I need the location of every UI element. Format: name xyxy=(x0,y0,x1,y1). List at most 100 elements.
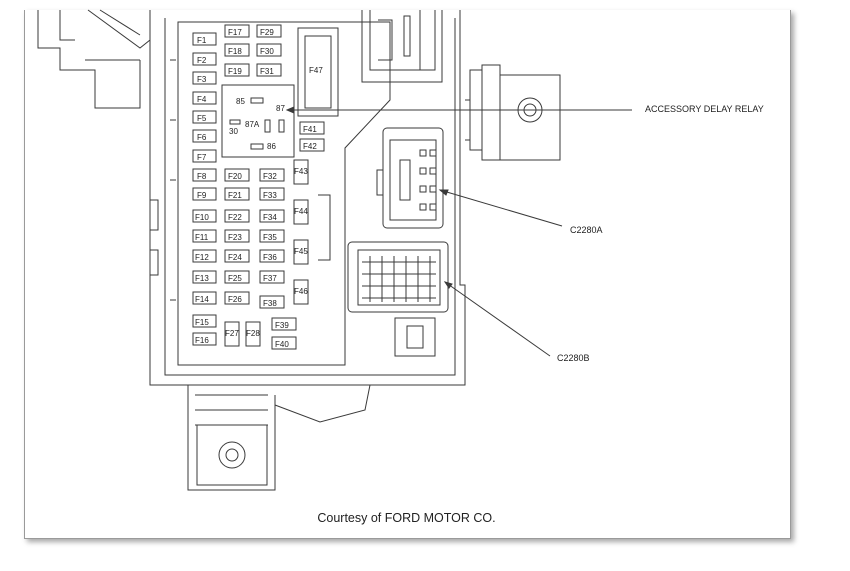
svg-text:F12: F12 xyxy=(195,253,209,262)
fuse-F35: F35 xyxy=(259,229,285,243)
fuse-box-housing xyxy=(149,10,466,386)
svg-text:F27: F27 xyxy=(225,329,239,338)
top-left-bracket xyxy=(37,9,151,109)
fuse-F21: F21 xyxy=(224,187,250,201)
connector-c2280a xyxy=(376,127,444,229)
svg-text:F10: F10 xyxy=(195,213,209,222)
fuse-F16: F16 xyxy=(192,332,217,346)
svg-text:F7: F7 xyxy=(197,153,207,162)
fuse-F27: F27 xyxy=(224,321,240,347)
svg-text:F9: F9 xyxy=(197,191,207,200)
svg-text:F26: F26 xyxy=(228,295,242,304)
fuse-F25: F25 xyxy=(224,270,250,284)
fuse-F39: F39 xyxy=(271,317,297,331)
relay-pin-87a: 87A xyxy=(245,120,260,129)
fuse-F13: F13 xyxy=(192,270,217,284)
svg-text:F39: F39 xyxy=(275,321,289,330)
svg-text:F13: F13 xyxy=(195,274,209,283)
fuse-F24: F24 xyxy=(224,249,250,263)
top-connector xyxy=(361,10,443,83)
svg-text:F5: F5 xyxy=(197,114,207,123)
svg-text:F40: F40 xyxy=(275,340,289,349)
svg-text:F14: F14 xyxy=(195,295,209,304)
accessory-delay-relay-block: 85 87 87A 30 86 xyxy=(221,84,295,158)
fuse-F41: F41 xyxy=(299,121,325,135)
callout-lines xyxy=(285,106,632,357)
svg-text:F19: F19 xyxy=(228,67,242,76)
fuse-F3: F3 xyxy=(192,71,217,85)
fuse-F2: F2 xyxy=(192,52,217,66)
fuse-grid: F1 F2 F3 F4 F5 F6 F7 F8 F9 F10 F11 F12 F… xyxy=(192,24,325,350)
svg-text:F41: F41 xyxy=(303,125,317,134)
fuse-F45: F45 xyxy=(293,239,309,265)
fuse-F17: F17 xyxy=(224,24,250,38)
fuse-F28: F28 xyxy=(245,321,261,347)
caption: Courtesy of FORD MOTOR CO. xyxy=(317,511,496,525)
callout-accessory-delay-relay: ACCESSORY DELAY RELAY xyxy=(645,104,764,114)
fuse-F6: F6 xyxy=(192,129,217,143)
fuse-F15: F15 xyxy=(192,314,217,328)
fuse-F40: F40 xyxy=(271,336,297,350)
fuse-F29: F29 xyxy=(256,24,282,38)
fuse-F1: F1 xyxy=(192,32,217,46)
fuse-F38: F38 xyxy=(259,295,285,309)
svg-text:F37: F37 xyxy=(263,274,277,283)
fuse-F18: F18 xyxy=(224,43,250,57)
fuse-F22: F22 xyxy=(224,209,250,223)
svg-text:F30: F30 xyxy=(260,47,274,56)
fuse-F46: F46 xyxy=(293,279,309,305)
svg-text:F15: F15 xyxy=(195,318,209,327)
fuse-F36: F36 xyxy=(259,249,285,263)
svg-text:F18: F18 xyxy=(228,47,242,56)
fuse-F34: F34 xyxy=(259,209,285,223)
fuse-F11: F11 xyxy=(192,229,217,243)
callout-c2280b: C2280B xyxy=(557,353,590,363)
fuse-F20: F20 xyxy=(224,168,250,182)
svg-text:F42: F42 xyxy=(303,142,317,151)
fuse-F42: F42 xyxy=(299,138,325,152)
svg-text:F2: F2 xyxy=(197,56,207,65)
svg-text:F31: F31 xyxy=(260,67,274,76)
fuse-F12: F12 xyxy=(192,249,217,263)
fuse-F31: F31 xyxy=(256,63,282,77)
fuse-F30: F30 xyxy=(256,43,282,57)
svg-text:F8: F8 xyxy=(197,172,207,181)
fuse-F10: F10 xyxy=(192,209,217,223)
connector-c2280b xyxy=(347,241,449,357)
svg-text:F43: F43 xyxy=(294,167,308,176)
fuse-F23: F23 xyxy=(224,229,250,243)
svg-text:F35: F35 xyxy=(263,233,277,242)
svg-text:F3: F3 xyxy=(197,75,207,84)
fuse-F47: F47 xyxy=(297,27,339,117)
fuse-F4: F4 xyxy=(192,91,217,105)
bottom-mount xyxy=(187,384,371,491)
svg-text:F25: F25 xyxy=(228,274,242,283)
relay-pin-30: 30 xyxy=(229,127,238,136)
svg-text:F20: F20 xyxy=(228,172,242,181)
svg-text:F28: F28 xyxy=(246,329,260,338)
svg-text:F17: F17 xyxy=(228,28,242,37)
svg-text:F21: F21 xyxy=(228,191,242,200)
svg-text:F32: F32 xyxy=(263,172,277,181)
svg-text:F11: F11 xyxy=(195,233,209,242)
relay-pin-87: 87 xyxy=(276,104,285,113)
svg-text:F46: F46 xyxy=(294,287,308,296)
fuse-F19: F19 xyxy=(224,63,250,77)
svg-text:F33: F33 xyxy=(263,191,277,200)
svg-text:F16: F16 xyxy=(195,336,209,345)
svg-text:F45: F45 xyxy=(294,247,308,256)
relay-pin-86: 86 xyxy=(267,142,276,151)
svg-text:F1: F1 xyxy=(197,36,207,45)
fuse-F32: F32 xyxy=(259,168,285,182)
fuse-F26: F26 xyxy=(224,291,250,305)
svg-text:F29: F29 xyxy=(260,28,274,37)
fuse-F5: F5 xyxy=(192,110,217,124)
right-mount xyxy=(465,64,561,161)
relay-pin-85: 85 xyxy=(236,97,245,106)
svg-text:F24: F24 xyxy=(228,253,242,262)
svg-text:F6: F6 xyxy=(197,133,207,142)
fuse-F7: F7 xyxy=(192,149,217,163)
fuse-F43: F43 xyxy=(293,159,309,185)
fuse-F14: F14 xyxy=(192,291,217,305)
